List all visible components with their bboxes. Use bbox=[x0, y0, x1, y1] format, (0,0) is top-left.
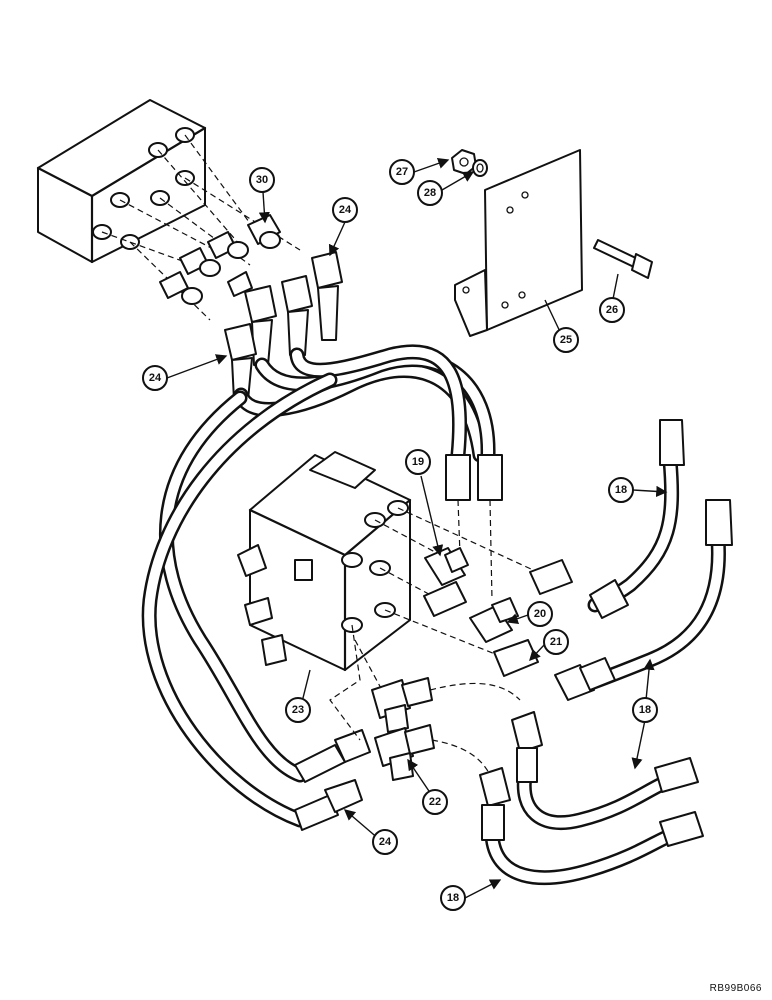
control-valve bbox=[237, 451, 412, 672]
bracket-25 bbox=[454, 149, 583, 337]
washer-28 bbox=[472, 159, 488, 177]
svg-text:24: 24 bbox=[149, 372, 162, 384]
callout-30: 30 bbox=[249, 167, 275, 193]
callout-19: 19 bbox=[405, 449, 431, 475]
callout-27: 27 bbox=[389, 159, 415, 185]
callout-26: 26 bbox=[599, 297, 625, 323]
svg-text:27: 27 bbox=[396, 166, 408, 178]
svg-text:18: 18 bbox=[447, 892, 459, 904]
callout-leaders bbox=[166, 157, 668, 899]
bolt-26 bbox=[593, 239, 653, 279]
callout-18-upper: 18 bbox=[608, 477, 634, 503]
fitting-20 bbox=[469, 597, 519, 643]
svg-text:18: 18 bbox=[639, 704, 651, 716]
svg-text:20: 20 bbox=[534, 608, 546, 620]
callout-24-bottom: 24 bbox=[372, 829, 398, 855]
hoses-18 bbox=[479, 419, 733, 886]
fittings-21-straight bbox=[423, 559, 573, 677]
callout-21: 21 bbox=[543, 629, 569, 655]
tee-fittings bbox=[371, 677, 521, 781]
svg-text:19: 19 bbox=[412, 456, 424, 468]
callout-20: 20 bbox=[527, 601, 553, 627]
svg-text:24: 24 bbox=[379, 836, 392, 848]
svg-text:28: 28 bbox=[424, 187, 436, 199]
svg-text:26: 26 bbox=[606, 304, 618, 316]
svg-text:25: 25 bbox=[560, 334, 572, 346]
fittings-straight bbox=[159, 231, 253, 305]
callout-24-left: 24 bbox=[142, 365, 168, 391]
fitting-19 bbox=[424, 547, 469, 586]
reference-code: RB99B066 bbox=[709, 983, 762, 994]
manifold-block bbox=[36, 99, 207, 264]
callout-18-bottom: 18 bbox=[440, 885, 466, 911]
fitting-30 bbox=[247, 214, 281, 249]
callout-25: 25 bbox=[553, 327, 579, 353]
callout-23: 23 bbox=[285, 697, 311, 723]
svg-text:21: 21 bbox=[550, 636, 562, 648]
callout-22: 22 bbox=[422, 789, 448, 815]
svg-text:18: 18 bbox=[615, 484, 627, 496]
hoses-long bbox=[141, 372, 371, 831]
svg-text:22: 22 bbox=[429, 796, 441, 808]
svg-text:24: 24 bbox=[339, 204, 352, 216]
callout-28: 28 bbox=[417, 180, 443, 206]
callout-18-middle: 18 bbox=[632, 697, 658, 723]
hoses-upper bbox=[233, 344, 496, 463]
svg-text:23: 23 bbox=[292, 704, 304, 716]
callout-24-top: 24 bbox=[332, 197, 358, 223]
svg-text:30: 30 bbox=[256, 174, 268, 186]
